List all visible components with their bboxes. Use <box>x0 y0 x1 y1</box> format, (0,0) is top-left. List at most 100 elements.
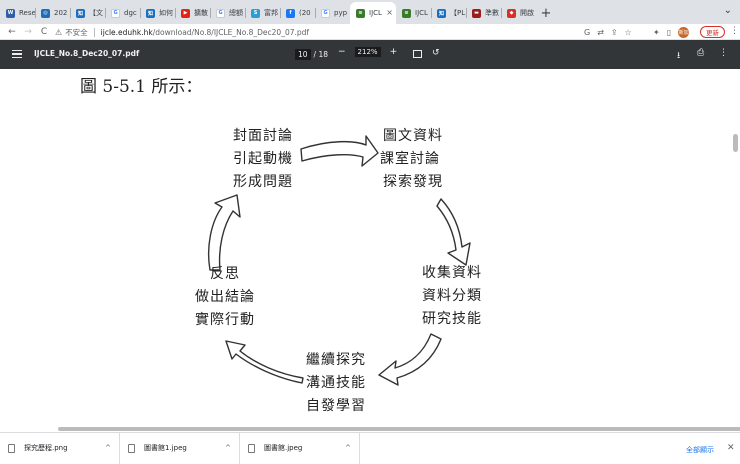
rotate-icon[interactable]: ↺ <box>432 48 440 58</box>
tab-label: 準數 <box>485 9 499 17</box>
close-icon[interactable]: ✕ <box>727 443 735 453</box>
vertical-scrollbar[interactable] <box>733 134 738 152</box>
cluster-left: 反思 做出結論 實際行動 <box>195 263 255 332</box>
tab-favicon-icon: S <box>251 8 260 18</box>
cluster-right-line: 資料分類 <box>422 288 482 304</box>
fit-to-page-icon[interactable] <box>413 50 422 58</box>
download-filename: 圖書館1.jpeg <box>144 444 187 452</box>
download-shelf: 探究歷程.png ^ 圖書館1.jpeg ^ 圖書館.jpeg ^ 全部顯示 ✕ <box>0 432 740 464</box>
chevron-up-icon[interactable]: ^ <box>105 443 111 452</box>
omnibox-divider <box>93 27 95 37</box>
browser-tab[interactable]: 知【文 <box>70 2 105 24</box>
browser-tab[interactable]: ◎202 <box>35 2 70 24</box>
browser-tab[interactable]: 知如何 <box>140 2 175 24</box>
browser-toolbar: ← → C ⚠ 不安全 ijcle.eduhk.hk/download/No.8… <box>0 24 740 40</box>
browser-tab[interactable]: ≋ IJCL <box>396 2 431 24</box>
translate-icon[interactable]: ⇄ <box>597 27 604 37</box>
cluster-left-line: 做出結論 <box>195 289 255 305</box>
file-icon <box>248 443 255 453</box>
pdf-viewer[interactable]: 圖 5-5.1 所示： 封面討論 引起動機 形成問題 圖文資料 課室討論 探索發… <box>0 69 740 432</box>
browser-tab[interactable]: S 富邦 <box>245 2 280 24</box>
browser-tab[interactable]: ◆ 開啟 <box>501 2 536 24</box>
show-all-button[interactable]: 全部顯示 <box>686 446 714 454</box>
tab-label: 擴散 <box>194 9 208 17</box>
cluster-right-line: 收集資料 <box>422 265 482 281</box>
cluster-top-left-line: 形成問題 <box>233 174 293 190</box>
file-icon <box>128 443 135 453</box>
side-panel-icon[interactable]: ▯ <box>666 27 672 37</box>
cluster-right-line: 研究技能 <box>422 311 482 327</box>
browser-tab[interactable]: ▬準數 <box>466 2 501 24</box>
tab-label: 富邦 <box>264 9 278 17</box>
figure-caption: 圖 5-5.1 所示： <box>80 77 203 97</box>
new-tab-button[interactable]: + <box>540 5 552 21</box>
zoom-level-input[interactable]: 212% <box>354 47 381 57</box>
bookmark-star-icon[interactable]: ☆ <box>624 27 632 37</box>
share-icon[interactable]: ⇪ <box>610 27 618 37</box>
tab-label: IJCL <box>369 9 382 17</box>
browser-menu-icon[interactable]: ⋮ <box>730 26 739 36</box>
warning-icon: ⚠ <box>55 27 63 37</box>
tab-favicon-icon: ≋ <box>402 8 411 18</box>
tab-label: IJCL <box>415 9 428 17</box>
file-icon <box>8 443 15 453</box>
browser-tab[interactable]: ▶擴散 <box>175 2 210 24</box>
pdf-more-icon[interactable]: ⋮ <box>719 48 728 58</box>
page-total: / 18 <box>313 50 329 59</box>
chevron-up-icon[interactable]: ^ <box>345 443 351 452</box>
tab-search-icon[interactable]: ⌄ <box>723 5 732 16</box>
download-item[interactable]: 圖書館.jpeg ^ <box>240 432 360 464</box>
browser-tab[interactable]: ≋IJCL× <box>350 2 396 24</box>
cluster-bottom-line: 自發學習 <box>306 398 366 414</box>
tab-label: 202 <box>54 9 68 17</box>
security-indicator[interactable]: ⚠ 不安全 <box>55 27 88 38</box>
horizontal-scrollbar[interactable] <box>58 427 740 431</box>
zoom-in-button[interactable]: + <box>389 47 398 57</box>
tab-favicon-icon: ◆ <box>507 8 516 18</box>
profile-avatar[interactable]: 新加 <box>678 26 690 38</box>
reload-button[interactable]: C <box>40 26 48 37</box>
pdf-title: IJCLE_No.8_Dec20_07.pdf <box>34 49 140 58</box>
tab-label: dgc <box>124 9 137 17</box>
download-item[interactable]: 圖書館1.jpeg ^ <box>120 432 240 464</box>
tab-label: (20 <box>299 9 311 17</box>
tab-favicon-icon: 知 <box>437 8 446 18</box>
print-icon[interactable]: ⎙ <box>697 48 705 58</box>
tab-favicon-icon: G <box>216 8 225 18</box>
tab-favicon-icon: W <box>6 8 15 18</box>
page-number-input[interactable]: 10 <box>295 49 311 60</box>
cluster-top-right-line: 課室討論 <box>380 151 440 167</box>
tab-close-icon[interactable]: × <box>386 8 393 17</box>
zoom-out-button[interactable]: − <box>338 47 346 57</box>
address-bar[interactable]: ⚠ 不安全 ijcle.eduhk.hk/download/No.8/IJCLE… <box>55 25 610 39</box>
browser-tab[interactable]: f(20 <box>280 2 315 24</box>
extensions-puzzle-icon[interactable]: ✦ <box>653 27 660 37</box>
arrow-left <box>207 194 241 271</box>
cluster-bottom-line: 繼續探究 <box>306 352 366 368</box>
tab-favicon-icon: 知 <box>146 8 155 18</box>
cluster-bottom-line: 溝通技能 <box>306 375 366 391</box>
cluster-top-left: 封面討論 引起動機 形成問題 <box>233 125 293 194</box>
pdf-sidebar-menu-icon[interactable] <box>12 50 22 58</box>
chevron-up-icon[interactable]: ^ <box>225 443 231 452</box>
page-selector: 10 / 18 <box>295 49 328 60</box>
tab-label: 如何 <box>159 9 173 17</box>
tab-favicon-icon: 知 <box>76 8 85 18</box>
back-button[interactable]: ← <box>8 26 16 37</box>
forward-button[interactable]: → <box>24 26 32 37</box>
download-item[interactable]: 探究歷程.png ^ <box>0 432 120 464</box>
google-lens-icon[interactable]: G <box>584 27 591 37</box>
download-filename: 探究歷程.png <box>24 444 68 452</box>
download-icon[interactable]: ⭳ <box>677 51 681 61</box>
zoom-controls: − 212% + <box>338 47 397 57</box>
url-host: ijcle.eduhk.hk <box>100 27 153 37</box>
pdf-toolbar: IJCLE_No.8_Dec20_07.pdf 10 / 18 − 212% +… <box>0 40 740 69</box>
update-button[interactable]: 更新 <box>700 26 725 38</box>
tab-label: 開啟 <box>520 9 534 17</box>
browser-tab[interactable]: 知【PL <box>431 2 466 24</box>
